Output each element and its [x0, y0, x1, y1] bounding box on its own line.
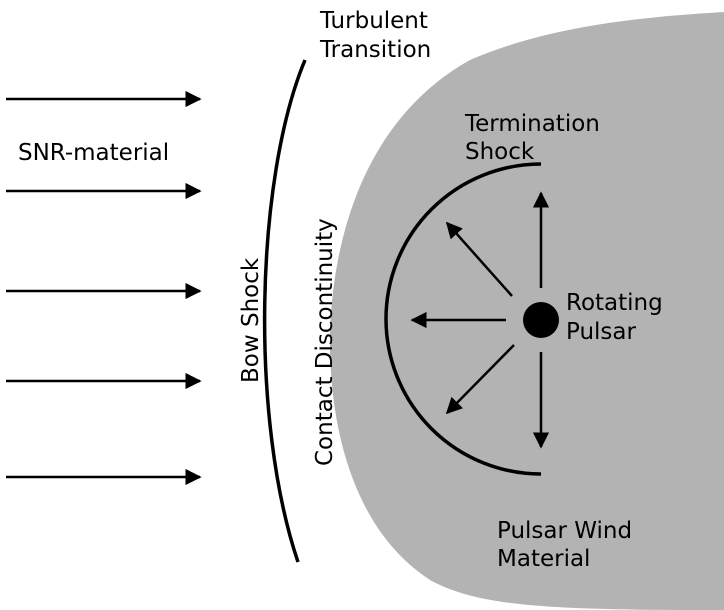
turbulent-transition-label-line2: Transition: [319, 37, 431, 63]
pulsar-wind-material-label-line1: Pulsar Wind: [497, 518, 632, 544]
rotating-pulsar-label-line2: Pulsar: [566, 319, 637, 345]
termination-shock-label-line1: Termination: [464, 111, 600, 137]
contact-discontinuity-label: Contact Discontinuity: [312, 218, 338, 466]
bow-shock-curve: [262, 59, 307, 563]
termination-shock-label-line2: Shock: [465, 139, 535, 165]
termination-shock-arc: [384, 162, 542, 476]
pulsar-wind-material-label-line2: Material: [497, 546, 590, 572]
rotating-pulsar-label-line1: Rotating: [566, 290, 663, 316]
wind-arrow-upper-left: [445, 221, 513, 297]
pulsar-dot: [523, 302, 559, 338]
wind-arrow-lower-left: [445, 344, 515, 415]
pulsar-wind-arrows: [410, 191, 550, 449]
turbulent-transition-label-line1: Turbulent: [319, 8, 428, 34]
snr-material-label: SNR-material: [18, 140, 169, 166]
bow-shock-label: Bow Shock: [238, 257, 264, 383]
snr-material-arrows: [6, 90, 202, 486]
